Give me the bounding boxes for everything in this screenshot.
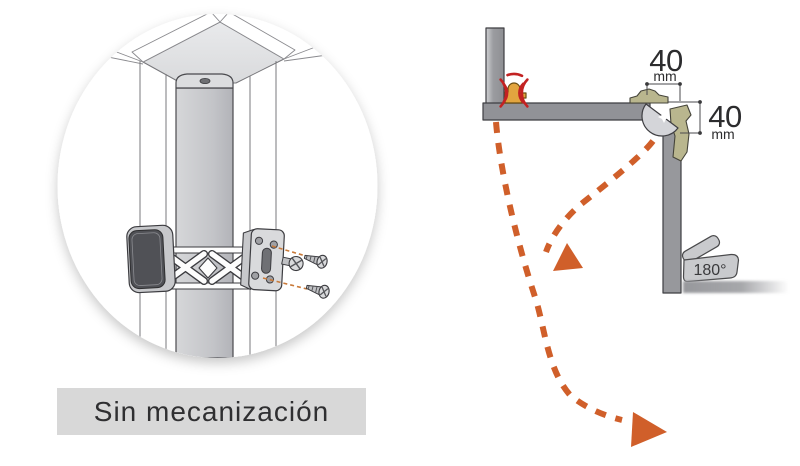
indicator-lever xyxy=(681,235,721,263)
angle-label: 180° xyxy=(693,262,726,279)
opening-angle-indicator: 180° xyxy=(681,235,789,293)
dim-top-unit: mm xyxy=(653,68,676,84)
swing-arrowhead xyxy=(631,412,667,447)
right-panel-top-edge xyxy=(219,14,296,60)
corner-post xyxy=(175,73,234,358)
dimension-side: 40 mm xyxy=(668,99,742,142)
left-panel-top-edge xyxy=(131,14,221,63)
dim-side-unit: mm xyxy=(711,126,734,142)
dim-side-value: 40 xyxy=(708,99,742,134)
dimension-top: 40 mm xyxy=(645,43,683,101)
corner-hinge xyxy=(629,88,692,162)
screw-icon xyxy=(305,284,330,299)
post-top-hole xyxy=(199,78,211,85)
hinge-plate-top xyxy=(629,88,669,104)
screw-icon xyxy=(303,254,328,269)
caption-box: Sin mecanización xyxy=(57,388,366,435)
click-waves-icon xyxy=(499,72,529,108)
swing-path-inner xyxy=(543,139,656,254)
swing-path-icon xyxy=(493,121,656,423)
cabinet-top-door-panel xyxy=(485,27,505,105)
dim-top-value: 40 xyxy=(649,43,683,78)
hinge-cup xyxy=(641,103,679,137)
left-figure xyxy=(57,14,378,358)
floor-shadow xyxy=(683,281,789,293)
caption-text: Sin mecanización xyxy=(93,395,330,427)
indicator-base xyxy=(682,253,740,283)
right-figure: 180° 40 mm 40 mm xyxy=(482,27,789,447)
cabinet-shelf-panel xyxy=(482,102,651,121)
swing-path-outer xyxy=(493,121,623,423)
swing-arrowhead xyxy=(553,243,583,271)
screw-icon xyxy=(281,255,304,272)
sparkle-icon xyxy=(658,111,670,123)
wall-panel-lines xyxy=(139,61,277,358)
mounting-plate xyxy=(240,228,285,292)
hinge-knob xyxy=(126,224,176,294)
